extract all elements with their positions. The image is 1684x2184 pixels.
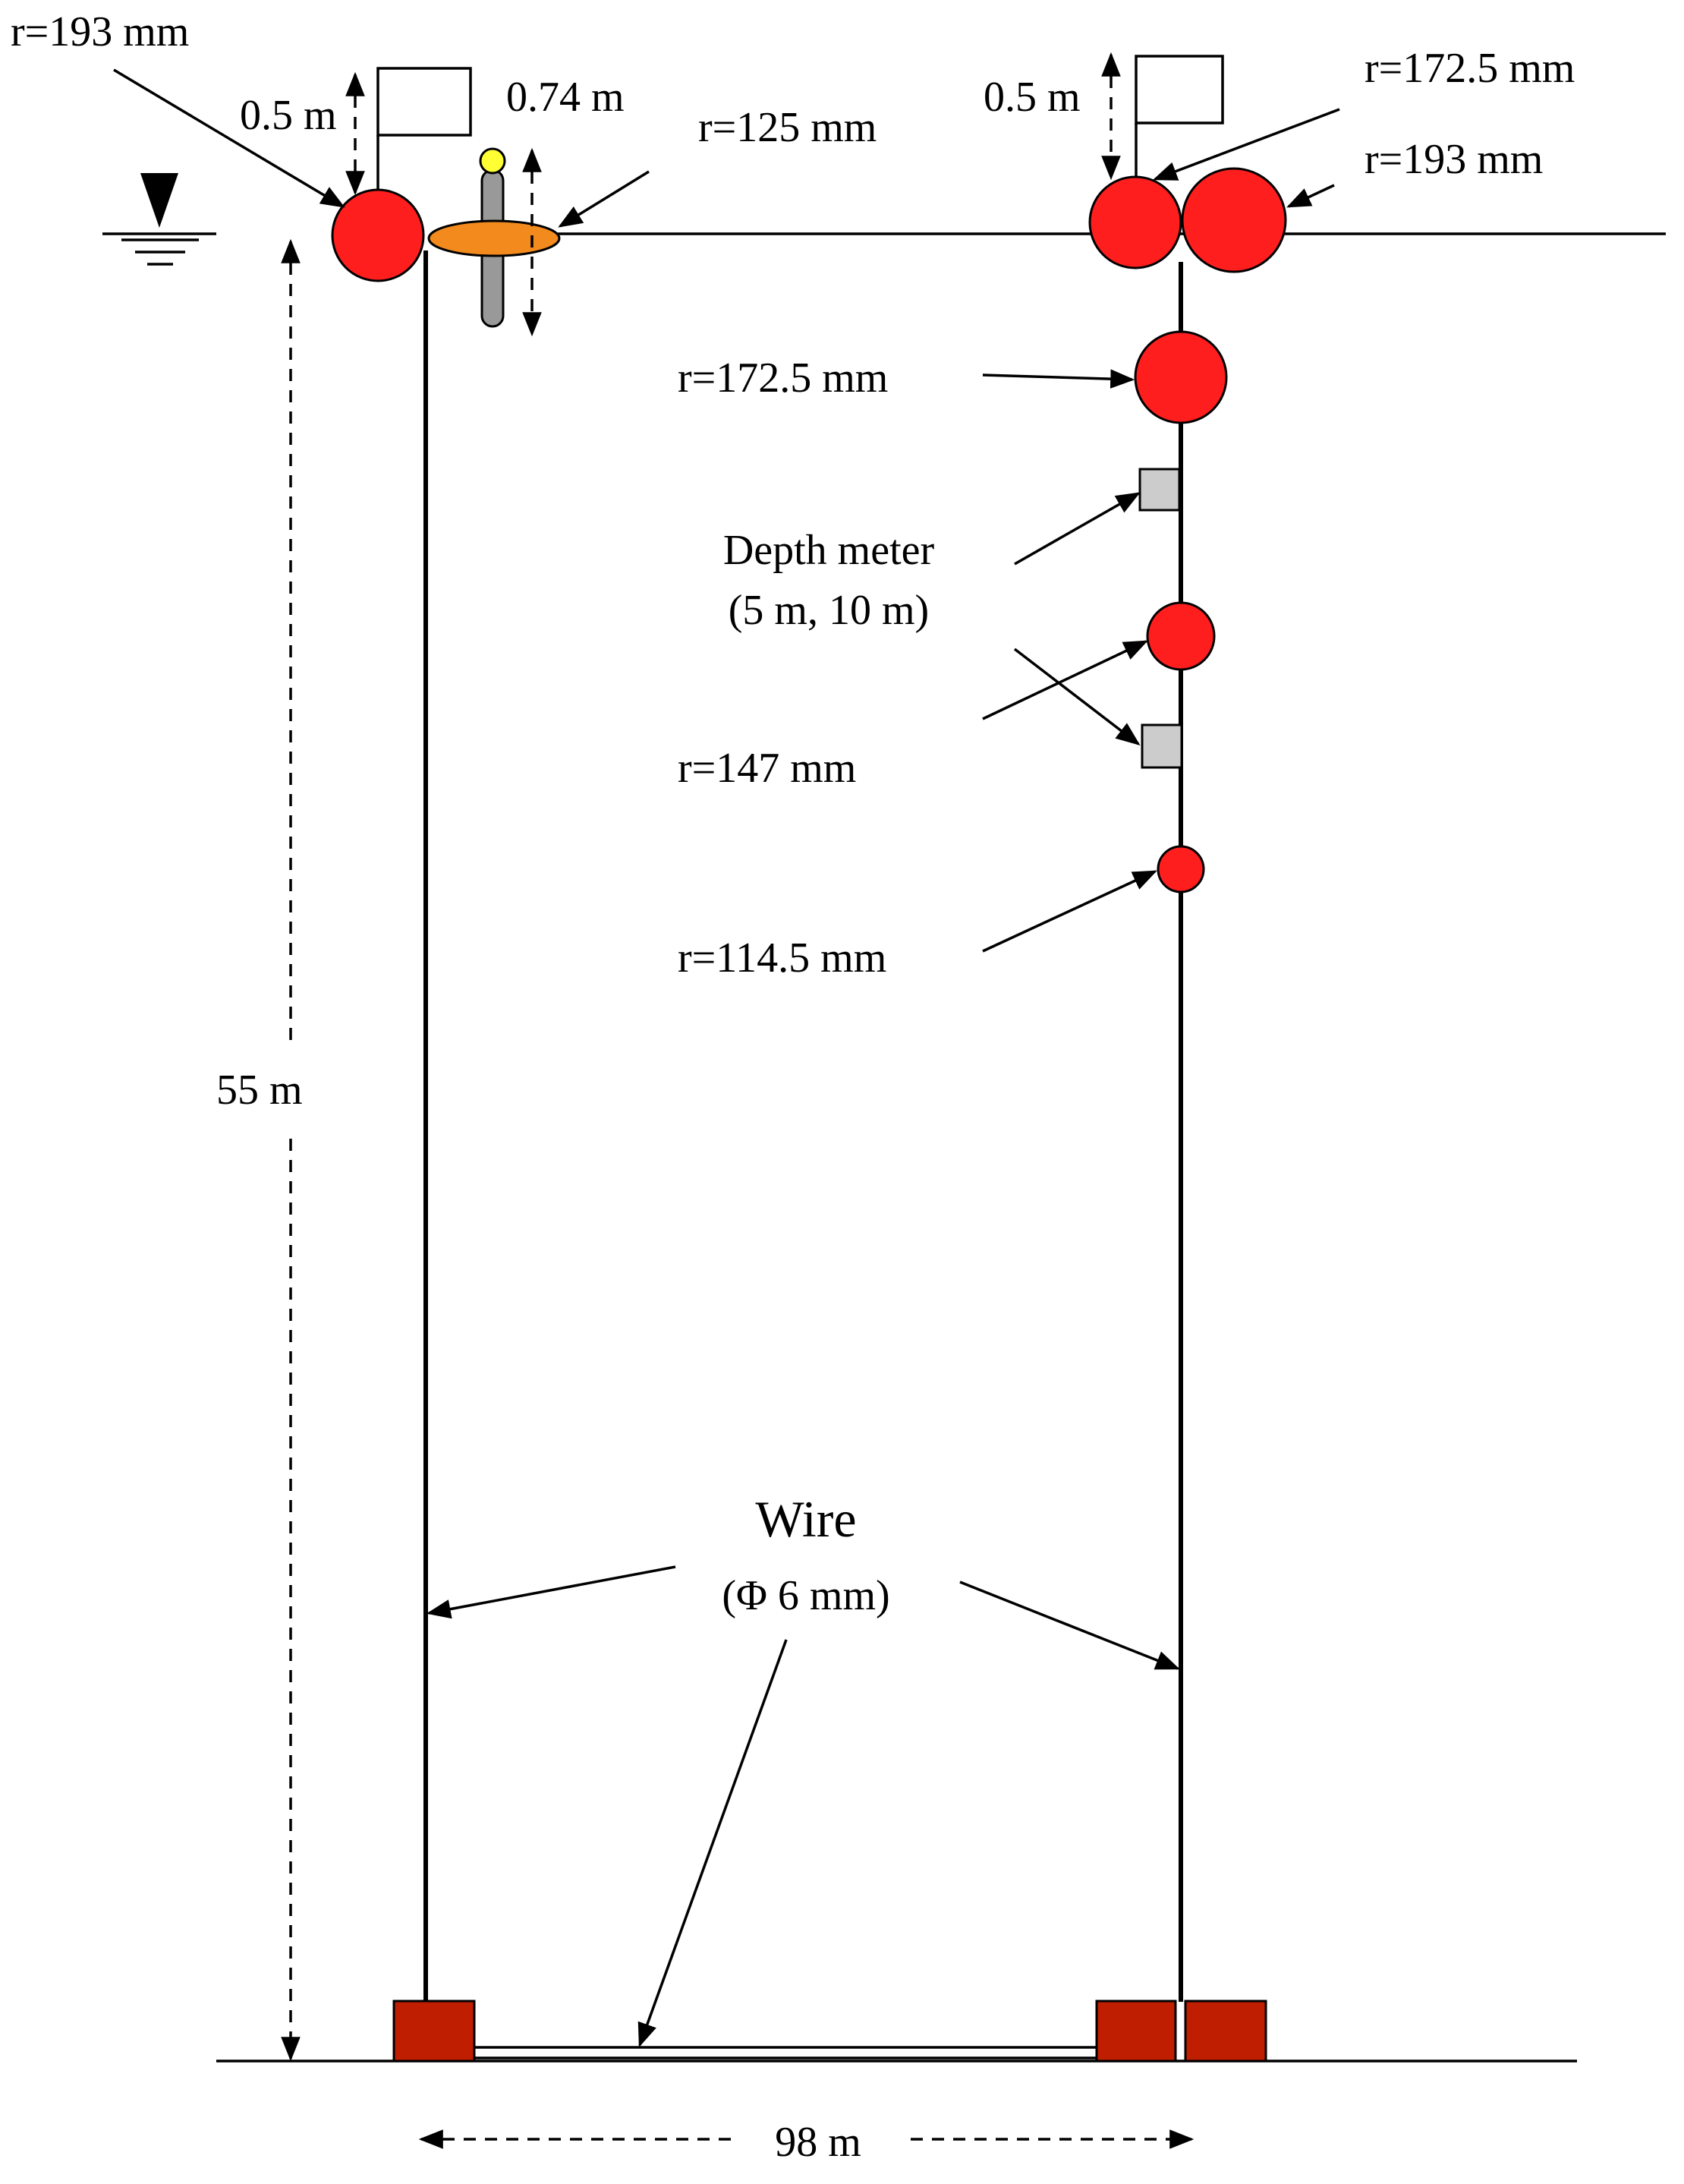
- leader-r125: [558, 170, 650, 228]
- label-0-5m-right: 0.5 m: [984, 74, 1081, 121]
- left-flag: [376, 67, 472, 196]
- float-114-5: [1157, 845, 1205, 893]
- right-anchor-2: [1184, 2000, 1267, 2063]
- label-55m: 55 m: [216, 1067, 303, 1114]
- float-172-5: [1134, 330, 1228, 424]
- label-r147: r=147 mm: [678, 745, 856, 792]
- leader-depth-meter-1: [1014, 492, 1141, 566]
- bottom-connecting-wire: [473, 2046, 1096, 2060]
- leader-r147: [982, 640, 1148, 720]
- label-r193-right: r=193 mm: [1365, 136, 1543, 183]
- right-flag: [1135, 55, 1224, 181]
- label-0-5m-left: 0.5 m: [240, 92, 337, 139]
- left-anchor: [392, 2000, 476, 2063]
- leader-wire-right: [959, 1580, 1180, 1670]
- leader-wire-bottom: [637, 1639, 788, 2048]
- label-r114-5: r=114.5 mm: [678, 934, 886, 982]
- depth-meter-5m: [1138, 468, 1181, 512]
- label-r172-5-top: r=172.5 mm: [1365, 45, 1575, 92]
- right-surface-float-2: [1181, 167, 1287, 273]
- right-anchor-1: [1095, 2000, 1177, 2063]
- leader-wire-left: [426, 1565, 676, 1619]
- leader-r1725-top: [1153, 108, 1340, 181]
- label-r172-5-mid: r=172.5 mm: [678, 355, 888, 402]
- label-depth-meter-depths: (5 m, 10 m): [729, 587, 929, 634]
- float-147: [1146, 601, 1216, 671]
- leader-r1145: [982, 870, 1157, 953]
- depth-meter-10m: [1141, 723, 1183, 769]
- label-r193-left: r=193 mm: [11, 8, 189, 55]
- right-surface-float-1: [1088, 175, 1182, 269]
- leader-r193-left: [113, 68, 345, 208]
- label-98m: 98 m: [775, 2119, 861, 2166]
- left-surface-float: [331, 188, 425, 282]
- leader-depth-meter-2: [1013, 648, 1141, 745]
- label-wire-diameter: (Φ 6 mm): [722, 1572, 889, 1619]
- leader-r193-right: [1286, 184, 1335, 208]
- water-level-icon: [121, 173, 199, 266]
- label-wire: Wire: [755, 1490, 856, 1548]
- label-0-74m: 0.74 m: [506, 74, 625, 121]
- label-r125: r=125 mm: [698, 104, 877, 151]
- label-depth-meter: Depth meter: [723, 527, 935, 574]
- surface-sensor: [427, 147, 561, 328]
- leader-r1725-mid: [982, 369, 1135, 389]
